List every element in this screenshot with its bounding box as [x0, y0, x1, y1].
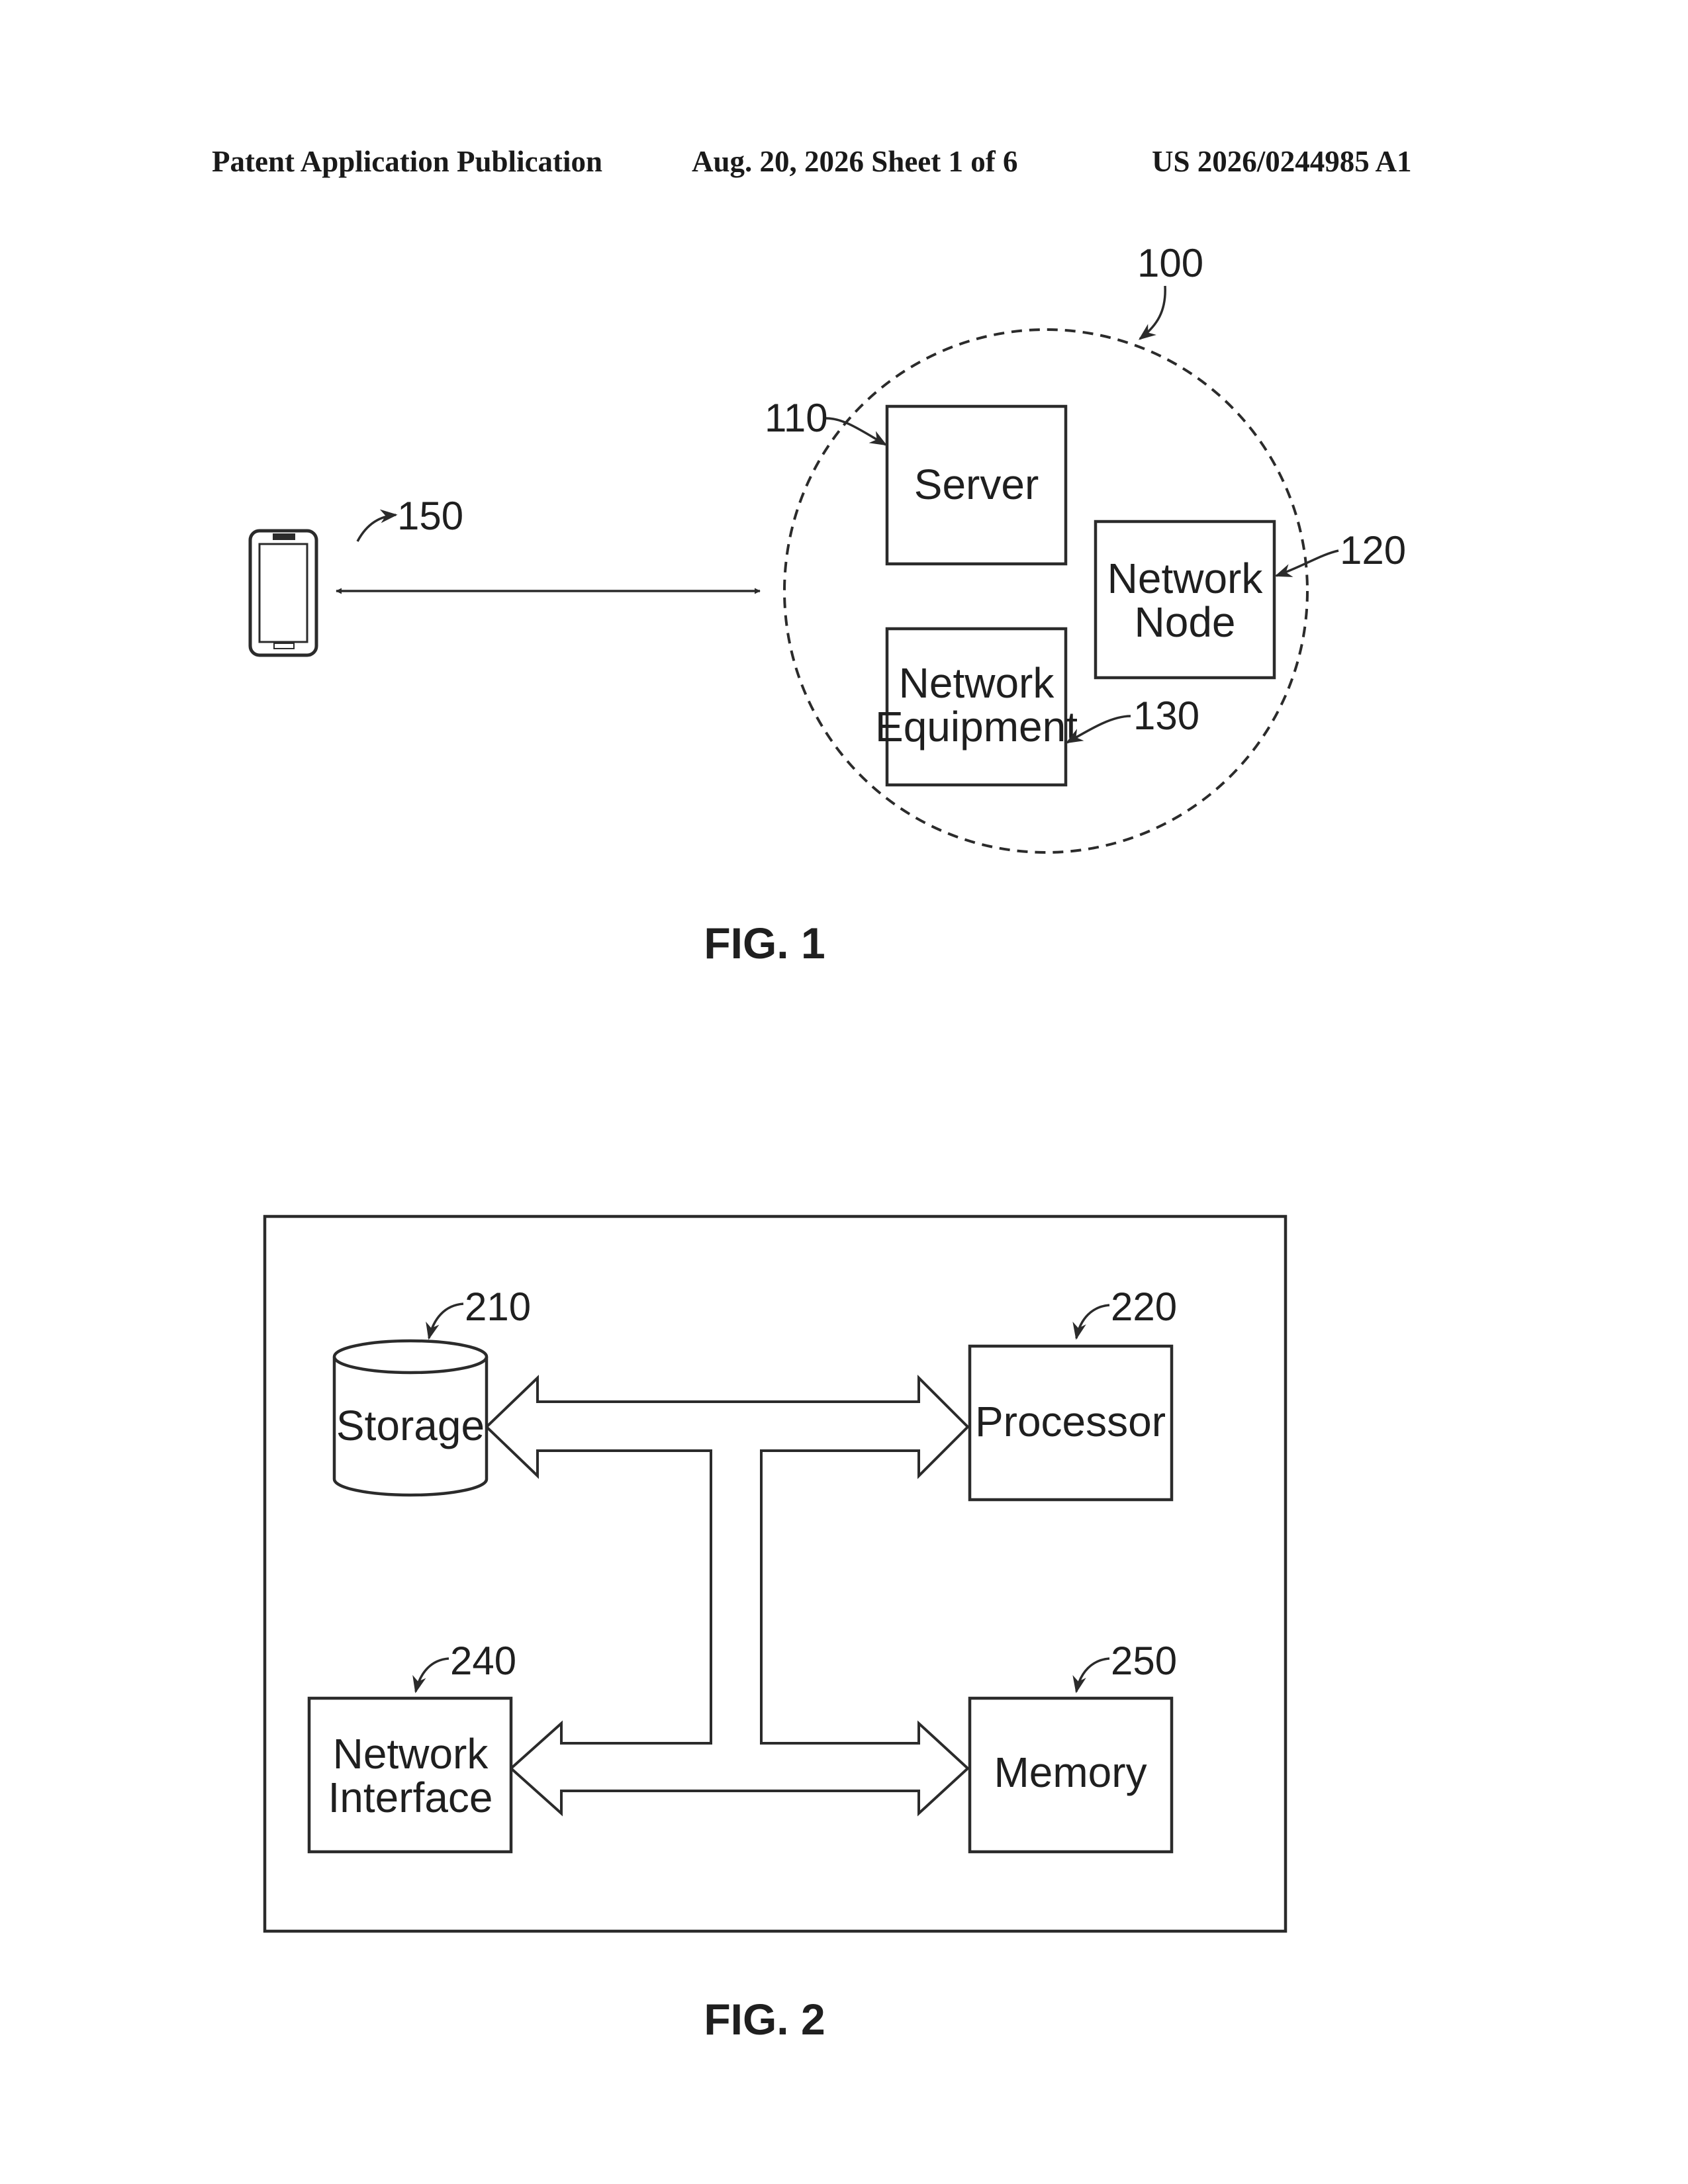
server-ref: 110	[765, 396, 828, 440]
fig2: Storage 210 Processor 220 Network Interf…	[265, 1216, 1286, 2044]
fig1: 150 100 Server 110 Network Node 120 Netw…	[250, 241, 1406, 968]
network-interface-label-line1: Network	[333, 1730, 489, 1778]
device-ref: 150	[397, 494, 463, 538]
memory-label: Memory	[994, 1749, 1147, 1796]
fig2-caption: FIG. 2	[704, 1995, 825, 2044]
processor-label: Processor	[975, 1398, 1166, 1445]
network-ref: 100	[1137, 241, 1203, 285]
device-ref-leader	[357, 515, 396, 541]
fig1-caption: FIG. 1	[704, 919, 825, 968]
network-interface-label-line2: Interface	[328, 1774, 492, 1821]
storage-label: Storage	[336, 1402, 485, 1449]
network-equipment-label-line1: Network	[899, 659, 1055, 707]
network-ref-leader	[1140, 286, 1165, 339]
network-node-ref-leader	[1276, 551, 1338, 576]
network-node-ref: 120	[1340, 528, 1406, 572]
network-interface-ref: 240	[450, 1639, 516, 1683]
server-ref-leader	[826, 418, 886, 445]
processor-ref: 220	[1111, 1285, 1177, 1329]
server-label: Server	[914, 461, 1039, 508]
memory-ref: 250	[1111, 1639, 1177, 1683]
network-node-label-line2: Node	[1135, 598, 1236, 646]
network-equipment-label-line2: Equipment	[875, 703, 1078, 751]
storage-ref: 210	[465, 1285, 531, 1329]
network-equipment-ref: 130	[1133, 694, 1199, 738]
network-node-label-line1: Network	[1107, 555, 1264, 602]
mobile-phone-icon	[250, 531, 316, 655]
